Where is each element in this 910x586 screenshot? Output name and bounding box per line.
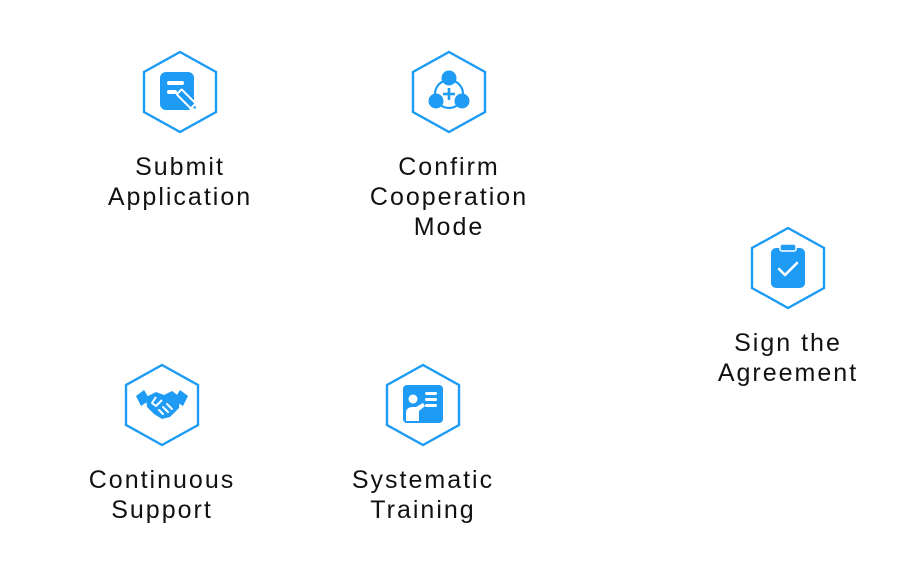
label-line: Support (111, 496, 213, 524)
clipboard-check-icon (750, 226, 826, 310)
step-sign-the-agreement: Sign the Agreement (668, 226, 908, 388)
step-systematic-training: Systematic Training (303, 363, 543, 525)
label-line: Cooperation (369, 183, 529, 211)
label-line: Confirm (398, 153, 500, 181)
label-line: Continuous (88, 466, 236, 494)
label-line: Sign the (734, 329, 842, 357)
label-line: Mode (413, 213, 485, 241)
step-continuous-support: Continuous Support (42, 363, 282, 525)
training-presentation-icon (385, 363, 461, 447)
step-confirm-cooperation-mode: Confirm Cooperation Mode (329, 50, 569, 242)
application-form-icon (142, 50, 218, 134)
step-label: Continuous Support (42, 465, 282, 525)
step-label: Sign the Agreement (668, 328, 908, 388)
step-label: Submit Application (60, 152, 300, 212)
label-line: Training (370, 496, 476, 524)
step-submit-application: Submit Application (60, 50, 300, 212)
label-line: Application (107, 183, 253, 211)
label-line: Agreement (717, 359, 859, 387)
label-line: Systematic (351, 466, 495, 494)
cooperation-network-icon (411, 50, 487, 134)
handshake-icon (124, 363, 200, 447)
step-label: Systematic Training (303, 465, 543, 525)
label-line: Submit (135, 153, 225, 181)
step-label: Confirm Cooperation Mode (329, 152, 569, 242)
